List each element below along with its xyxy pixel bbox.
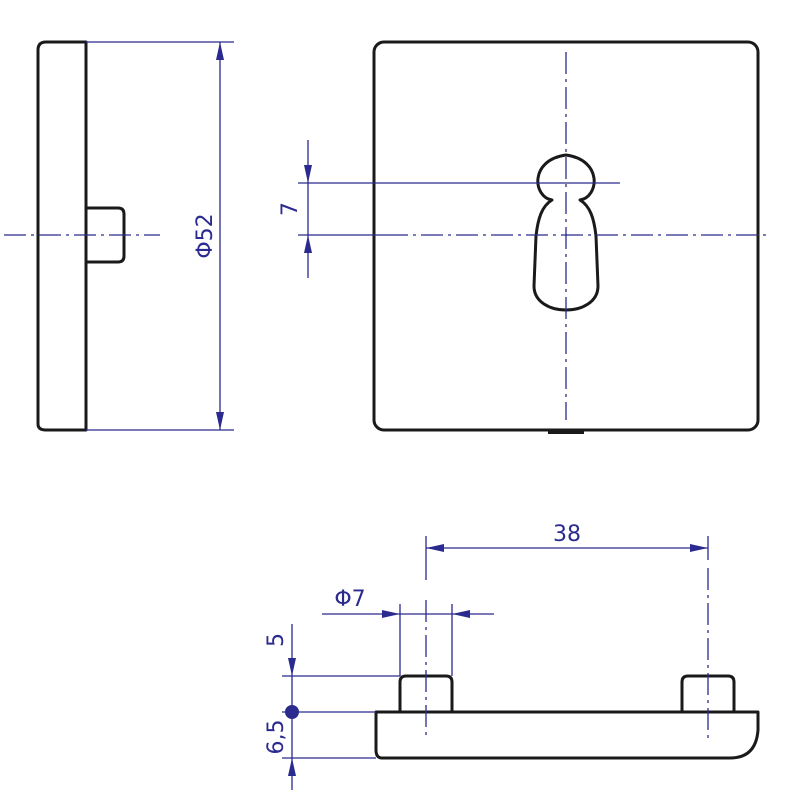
- dim-label-height-7: 7: [278, 202, 303, 216]
- front-view: 7: [278, 40, 770, 434]
- dim-label-diameter-52: Φ52: [193, 213, 218, 258]
- bottom-view: 38 Φ7 5 6,5: [264, 522, 760, 790]
- arrow-right-icon: [690, 544, 708, 552]
- arrow-down-icon: [216, 412, 224, 430]
- side-view-plate-outline: [36, 40, 88, 432]
- dim-label-diameter-7: Φ7: [334, 587, 365, 612]
- dim-label-spacing-38: 38: [553, 522, 581, 547]
- arrow-left-icon: [452, 610, 470, 618]
- arrow-left-icon: [426, 544, 444, 552]
- side-view: Φ52: [4, 40, 234, 432]
- arrow-down-icon: [288, 658, 296, 676]
- arrow-down-icon: [304, 165, 312, 183]
- bottom-view-plate-outline: [374, 710, 760, 760]
- dim-label-plate-thickness-6-5: 6,5: [264, 720, 289, 755]
- arrow-up-icon: [304, 235, 312, 253]
- arrow-right-icon: [382, 610, 400, 618]
- arrow-up-icon: [288, 758, 296, 776]
- dimension-junction-dot: [285, 705, 299, 719]
- arrow-up-icon: [216, 42, 224, 60]
- keyhole-outline: [532, 153, 600, 312]
- dim-label-pin-height-5: 5: [264, 633, 289, 647]
